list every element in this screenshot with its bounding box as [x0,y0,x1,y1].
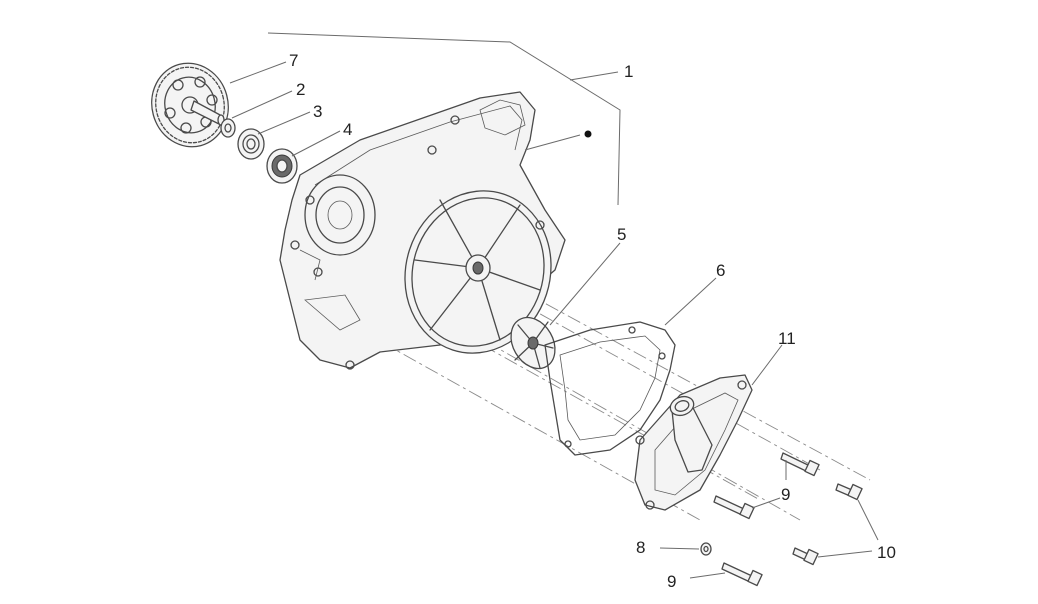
impeller-part-5 [510,316,556,370]
callout-3: 3 [313,102,322,121]
callout-1: 1 [624,62,633,81]
callout-6: 6 [716,261,725,280]
group-bracket [267,32,621,206]
callout-9-lower: 9 [667,572,676,591]
washer-part-8 [700,542,712,556]
marker-dot [584,130,592,138]
bearing-part-3 [237,128,265,160]
callout-11: 11 [778,329,796,348]
bolt-9-middle [713,495,755,520]
bolt-10-lower [792,547,819,566]
gasket-part-6 [544,321,676,456]
callout-9-upper: 9 [781,485,790,504]
callout-4: 4 [343,120,352,139]
leader-lines [229,61,879,579]
gear-part-7 [151,62,229,148]
bolt-9-lower [721,562,763,587]
washer-part-2 [220,118,236,138]
cover-part-1 [279,91,592,370]
callout-7: 7 [289,51,298,70]
pump-cover-part-11 [634,374,753,511]
callout-5: 5 [617,225,626,244]
callout-8: 8 [636,538,645,557]
seal-part-4 [266,148,298,184]
callout-10: 10 [877,543,896,562]
callout-2: 2 [296,80,305,99]
bolt-9-upper [780,452,820,477]
bolt-10-upper [835,483,863,501]
callout-numbers: 1 2 3 4 5 6 7 8 9 9 10 11 [289,51,896,591]
